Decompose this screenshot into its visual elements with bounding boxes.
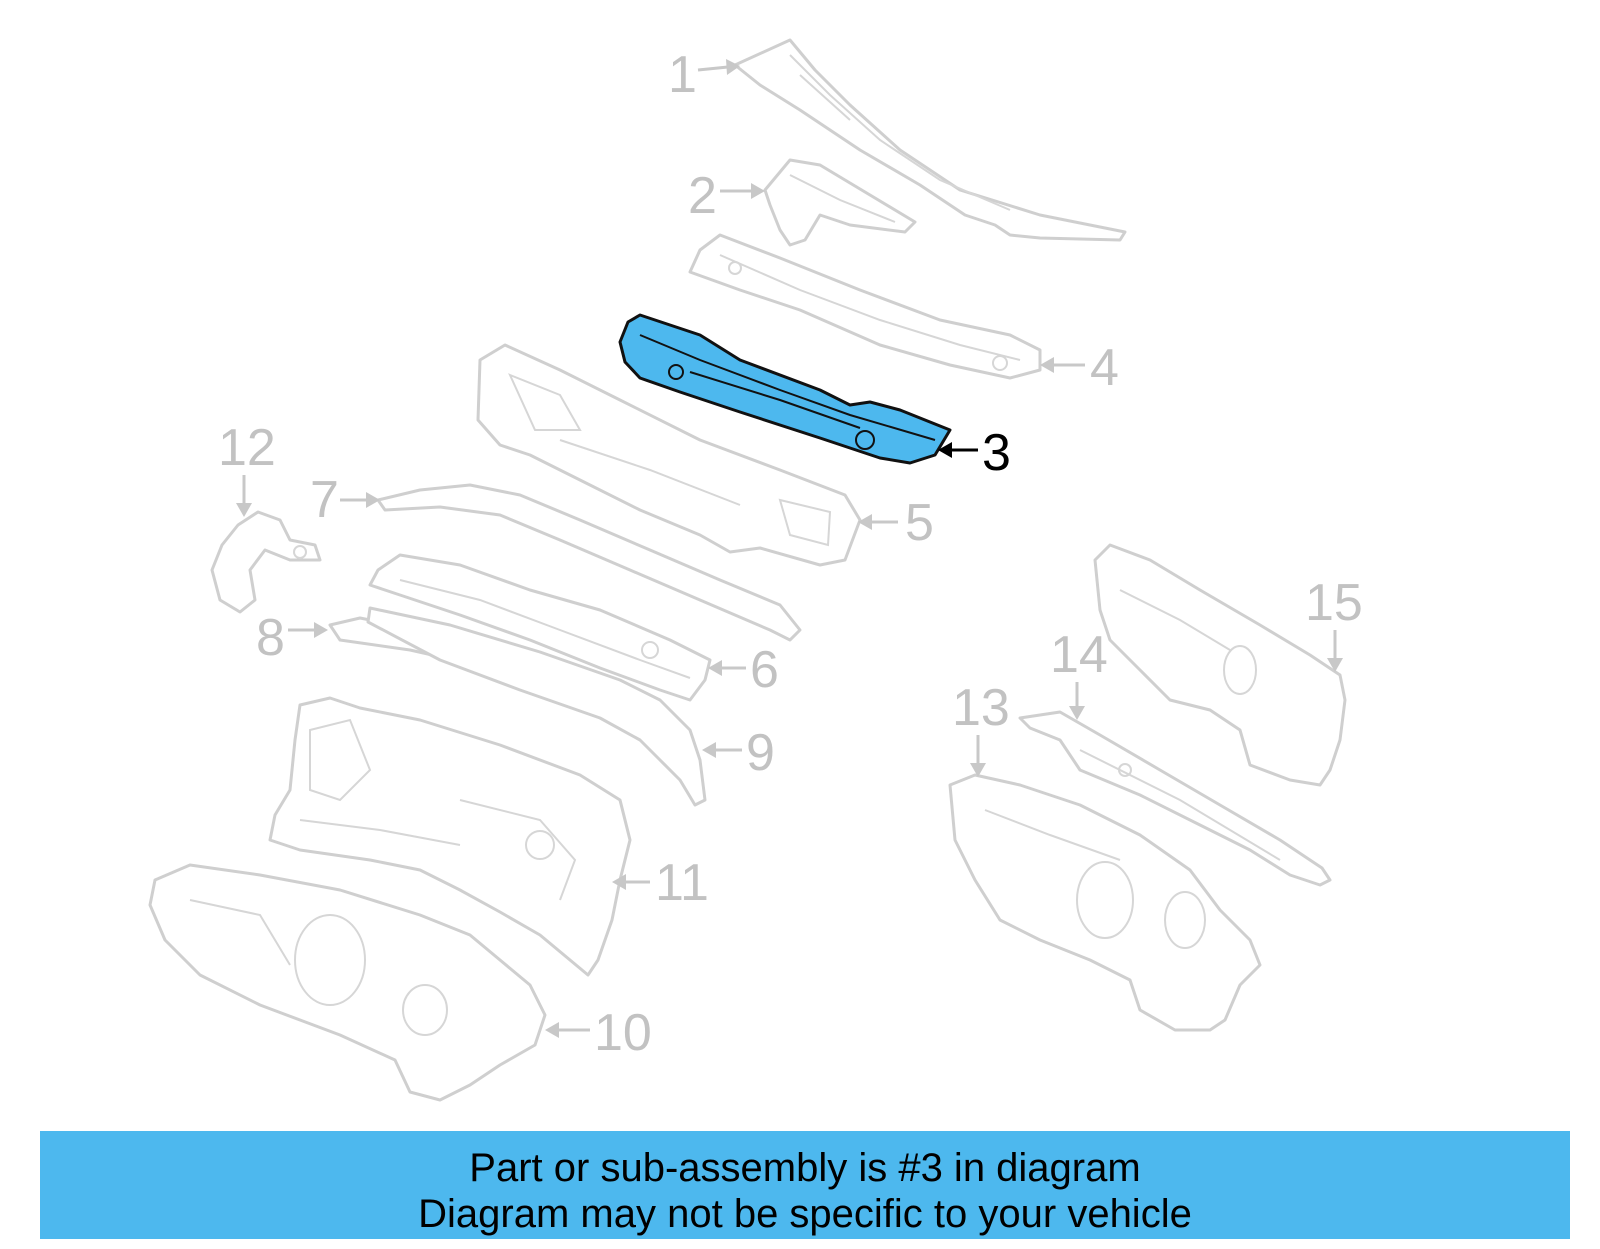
banner-line-1: Part or sub-assembly is #3 in diagram: [469, 1146, 1141, 1190]
callout-15: 15: [1305, 574, 1363, 672]
callout-8: 8: [256, 609, 328, 667]
callout-13: 13: [952, 679, 1010, 777]
callout-5: 5: [858, 494, 934, 552]
svg-text:7: 7: [310, 471, 339, 529]
part-6: [368, 553, 712, 702]
callout-14: 14: [1050, 626, 1108, 720]
callout-6: 6: [708, 641, 779, 699]
part-4: [688, 233, 1042, 380]
callout-7: 7: [310, 471, 380, 529]
banner-line-2: Diagram may not be specific to your vehi…: [418, 1192, 1192, 1236]
svg-text:14: 14: [1050, 626, 1108, 684]
part-5: [476, 343, 862, 567]
part-9: [366, 606, 707, 807]
part-14: [1018, 710, 1332, 887]
part-15: [1093, 543, 1347, 787]
svg-text:6: 6: [750, 641, 779, 699]
callout-1: 1: [668, 46, 740, 104]
svg-text:1: 1: [668, 46, 697, 104]
svg-text:8: 8: [256, 609, 285, 667]
svg-text:4: 4: [1090, 339, 1119, 397]
callout-12: 12: [218, 419, 276, 517]
part-10: [148, 863, 547, 1102]
svg-text:13: 13: [952, 679, 1010, 737]
svg-text:5: 5: [905, 494, 934, 552]
svg-text:9: 9: [746, 724, 775, 782]
svg-text:12: 12: [218, 419, 276, 477]
info-banner: Part or sub-assembly is #3 in diagram Di…: [40, 1131, 1570, 1239]
svg-text:3: 3: [982, 424, 1011, 482]
callout-4: 4: [1040, 339, 1119, 397]
svg-text:11: 11: [655, 854, 709, 912]
part-12: [210, 510, 322, 614]
callout-2: 2: [688, 167, 765, 225]
callout-10: 10: [545, 1004, 652, 1062]
callout-3: 3: [938, 424, 1011, 482]
callout-11: 11: [612, 854, 709, 912]
part-3-highlighted[interactable]: [618, 313, 952, 465]
part-7: [376, 483, 802, 642]
svg-text:10: 10: [594, 1004, 652, 1062]
callout-9: 9: [702, 724, 775, 782]
svg-text:2: 2: [688, 167, 717, 225]
part-2: [763, 158, 917, 247]
part-1: [733, 38, 1127, 242]
part-11: [268, 696, 632, 977]
part-13: [948, 773, 1262, 1032]
svg-text:15: 15: [1305, 574, 1363, 632]
